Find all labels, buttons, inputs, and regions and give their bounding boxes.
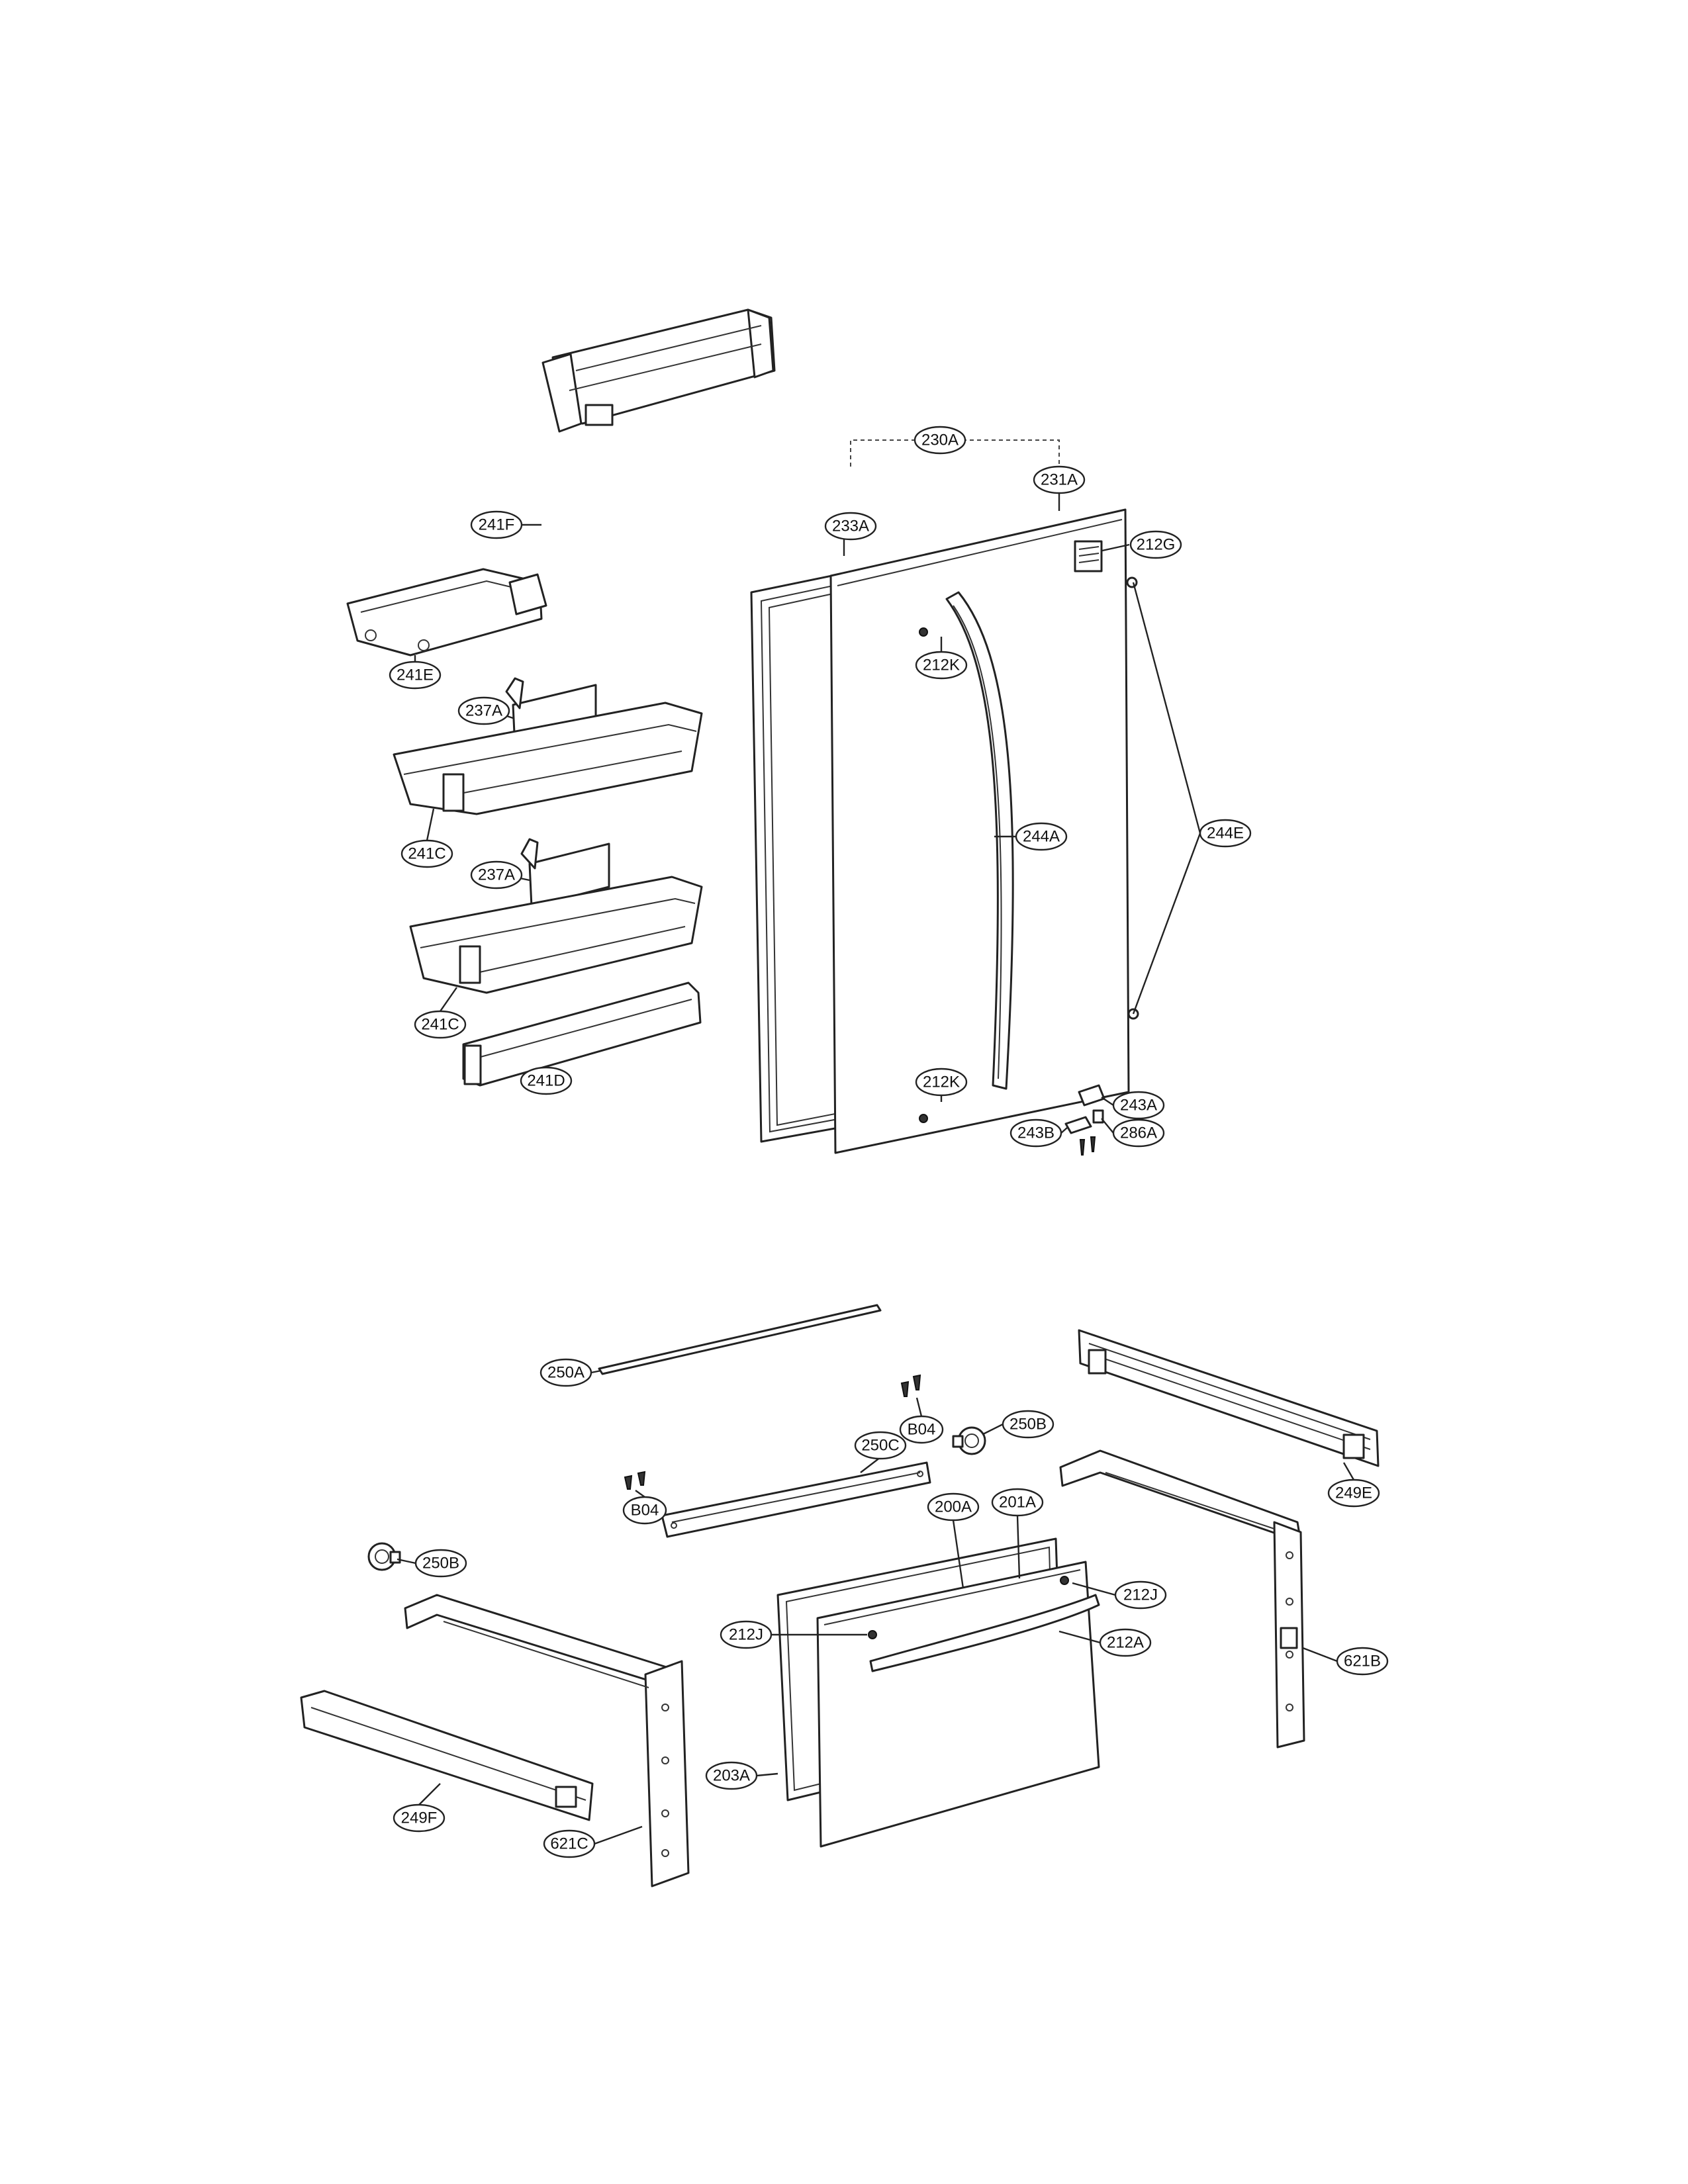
callout-212k-lower: 212K	[915, 1068, 968, 1097]
callout-250b-left: 250B	[414, 1549, 467, 1578]
door-panel-231a	[829, 508, 1130, 1154]
slide-rail-249f	[300, 1690, 594, 1821]
callout-212g: 212G	[1129, 530, 1182, 559]
svg-text:621C: 621C	[550, 1835, 588, 1853]
svg-text:241E: 241E	[397, 666, 434, 684]
callout-212a: 212A	[1099, 1628, 1152, 1657]
callout-230a: 230A	[914, 426, 966, 455]
callout-286a: 286A	[1112, 1118, 1165, 1148]
callout-243b: 243B	[1009, 1118, 1062, 1148]
svg-text:212G: 212G	[1137, 536, 1176, 554]
svg-text:201A: 201A	[999, 1494, 1036, 1512]
door-bin-241c-lower	[409, 876, 703, 994]
callout-212j-right: 212J	[1114, 1580, 1167, 1610]
callout-212k-upper: 212K	[915, 651, 968, 680]
svg-text:249F: 249F	[401, 1809, 438, 1827]
svg-text:249E: 249E	[1335, 1484, 1372, 1502]
svg-text:250C: 250C	[861, 1437, 899, 1455]
callout-250b-right: 250B	[1002, 1410, 1055, 1439]
drawer-screws-212j	[868, 1576, 1069, 1639]
callout-621c: 621C	[543, 1829, 596, 1858]
callout-201a: 201A	[991, 1488, 1044, 1517]
callout-241d: 241D	[520, 1066, 573, 1095]
svg-text:243B: 243B	[1017, 1124, 1055, 1142]
svg-text:250B: 250B	[1009, 1416, 1047, 1433]
svg-text:212A: 212A	[1107, 1634, 1144, 1652]
callout-231a: 231A	[1033, 465, 1086, 494]
door-bin-241c-upper	[393, 702, 703, 815]
svg-text:241F: 241F	[479, 516, 515, 534]
callout-244a: 244A	[1015, 822, 1068, 851]
bin-guard-241d	[462, 981, 702, 1087]
door-shelf-241e	[346, 568, 547, 657]
door-spring-244e	[1126, 576, 1139, 1020]
svg-text:212K: 212K	[923, 1073, 960, 1091]
handle-screws-212k	[919, 627, 943, 1123]
callout-237a-lower: 237A	[470, 860, 523, 889]
rail-bar-250c	[661, 1461, 931, 1538]
drawer-front-assembly	[776, 1537, 1100, 1848]
lower-leader-lines	[397, 1369, 1355, 1845]
svg-text:B04: B04	[631, 1502, 659, 1520]
svg-text:212J: 212J	[729, 1626, 763, 1644]
callout-241f: 241F	[470, 510, 523, 539]
svg-text:B04: B04	[908, 1421, 936, 1439]
slide-rail-249e	[1078, 1329, 1380, 1467]
svg-text:200A: 200A	[935, 1498, 972, 1516]
rod-250a	[598, 1304, 882, 1375]
callout-b04-lower: B04	[622, 1496, 667, 1525]
svg-text:286A: 286A	[1120, 1124, 1157, 1142]
gear-250b-right	[952, 1426, 986, 1455]
svg-text:241C: 241C	[421, 1016, 459, 1034]
callout-212j-left: 212J	[720, 1620, 773, 1649]
svg-text:231A: 231A	[1041, 471, 1078, 489]
svg-text:237A: 237A	[465, 702, 502, 720]
callout-249f: 249F	[393, 1803, 445, 1833]
callout-621b: 621B	[1336, 1647, 1389, 1676]
screws-b04-lower	[624, 1471, 646, 1490]
screws-b04-upper	[900, 1374, 921, 1397]
callout-244e: 244E	[1199, 819, 1252, 848]
callout-b04-upper: B04	[899, 1415, 944, 1444]
svg-text:212J: 212J	[1123, 1586, 1158, 1604]
bracket-621c	[404, 1594, 690, 1888]
bin-divider-237a-lower	[520, 838, 610, 908]
callout-237a-upper: 237A	[457, 696, 510, 725]
drawer-handle-212a	[869, 1594, 1100, 1672]
callout-203a: 203A	[705, 1761, 758, 1790]
svg-text:241D: 241D	[527, 1072, 565, 1090]
door-bin-241f	[541, 308, 776, 433]
svg-text:237A: 237A	[478, 866, 515, 884]
svg-text:243A: 243A	[1120, 1097, 1157, 1115]
gear-250b-left	[367, 1542, 401, 1571]
svg-text:250B: 250B	[422, 1555, 459, 1572]
svg-text:244E: 244E	[1207, 825, 1244, 842]
svg-text:621B: 621B	[1344, 1653, 1381, 1670]
door-handle-244a	[945, 591, 1014, 1090]
callout-250c: 250C	[854, 1431, 907, 1460]
callout-200a: 200A	[927, 1492, 980, 1522]
svg-text:250A: 250A	[547, 1364, 585, 1382]
bracket-621b	[1059, 1449, 1305, 1749]
svg-text:230A: 230A	[921, 432, 959, 449]
callout-241c-lower: 241C	[414, 1010, 467, 1039]
svg-text:212K: 212K	[923, 657, 960, 674]
callout-243a: 243A	[1112, 1091, 1165, 1120]
callout-249e: 249E	[1327, 1479, 1380, 1508]
svg-text:244A: 244A	[1023, 828, 1060, 846]
callout-250a: 250A	[539, 1358, 592, 1387]
svg-text:233A: 233A	[832, 518, 869, 535]
callout-241e: 241E	[389, 660, 442, 690]
svg-text:203A: 203A	[713, 1767, 750, 1785]
callout-233a: 233A	[824, 512, 877, 541]
svg-text:241C: 241C	[408, 845, 445, 863]
callout-241c-upper: 241C	[400, 839, 453, 868]
